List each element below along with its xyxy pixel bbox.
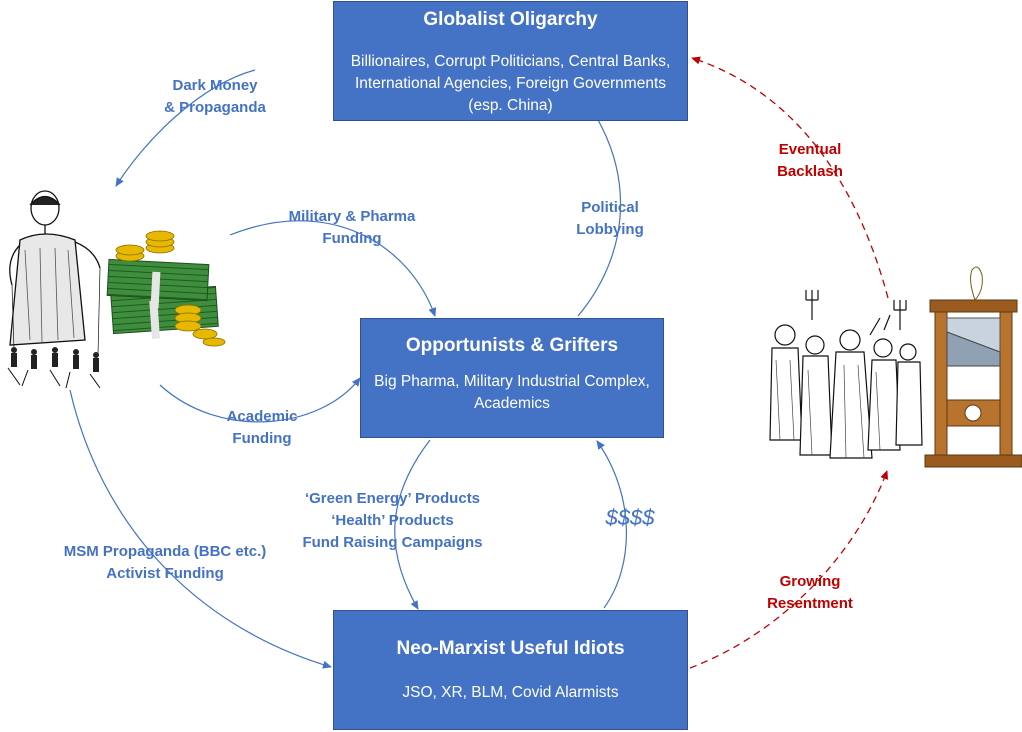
label-military-pharma: Military & Pharma Funding bbox=[272, 206, 432, 250]
label-line: Activist Funding bbox=[106, 565, 224, 582]
label-line: Political bbox=[581, 199, 639, 216]
arrow-products bbox=[394, 439, 431, 610]
box-description: Billionaires, Corrupt Politicians, Centr… bbox=[350, 53, 671, 114]
box-title: Opportunists & Grifters bbox=[405, 335, 619, 356]
box-title: Globalist Oligarchy bbox=[423, 9, 598, 30]
label-line: Academic bbox=[226, 408, 298, 425]
label-line: Resentment bbox=[767, 595, 853, 612]
label-msm: MSM Propaganda (BBC etc.) Activist Fundi… bbox=[40, 541, 290, 585]
arrow-academic-funding bbox=[159, 377, 361, 423]
label-backlash: Eventual Backlash bbox=[760, 139, 860, 183]
label-money: $$$$ bbox=[605, 505, 655, 530]
arrow-political-lobbying bbox=[577, 101, 622, 317]
puppet-master-icon bbox=[7, 190, 101, 389]
box-description: JSO, XR, BLM, Covid Alarmists bbox=[402, 684, 619, 701]
label-resentment: Growing Resentment bbox=[750, 571, 870, 615]
angry-mob-icon bbox=[769, 290, 923, 459]
opportunists-grifters-box: Opportunists & Grifters Big Pharma, Mili… bbox=[360, 318, 664, 438]
arrow-backlash bbox=[691, 56, 889, 299]
label-line: MSM Propaganda (BBC etc.) bbox=[63, 543, 267, 560]
label-line: Funding bbox=[232, 430, 292, 447]
label-academic-funding: Academic Funding bbox=[212, 406, 312, 450]
label-line: Eventual bbox=[778, 141, 842, 158]
label-line: Military & Pharma bbox=[288, 208, 416, 225]
label-line: Funding bbox=[322, 230, 382, 247]
arrow-msm bbox=[69, 389, 332, 669]
label-products: ‘Green Energy’ Products ‘Health’ Product… bbox=[280, 488, 505, 554]
box-title: Neo-Marxist Useful Idiots bbox=[396, 638, 625, 659]
box-description: Big Pharma, Military Industrial Complex,… bbox=[374, 373, 650, 412]
arrow-military-pharma bbox=[229, 220, 437, 317]
arrow-dark-money bbox=[115, 69, 256, 187]
label-line: Growing bbox=[779, 573, 841, 590]
label-line: ‘Health’ Products bbox=[331, 512, 454, 529]
label-political-lobbying: Political Lobbying bbox=[565, 197, 655, 241]
guillotine-icon bbox=[924, 266, 1022, 468]
label-dark-money: Dark Money & Propaganda bbox=[150, 75, 280, 119]
label-line: Backlash bbox=[777, 163, 843, 180]
label-line: & Propaganda bbox=[164, 99, 266, 116]
label-line: Lobbying bbox=[576, 221, 644, 238]
label-line: ‘Green Energy’ Products bbox=[304, 490, 481, 507]
label-line: Dark Money bbox=[172, 77, 258, 94]
globalist-oligarchy-box: Globalist Oligarchy Billionaires, Corrup… bbox=[333, 1, 688, 121]
arrow-resentment bbox=[689, 470, 889, 669]
money-stack-icon bbox=[106, 230, 226, 347]
label-line: Fund Raising Campaigns bbox=[302, 534, 483, 551]
arrow-money bbox=[596, 440, 627, 609]
useful-idiots-box: Neo-Marxist Useful Idiots JSO, XR, BLM, … bbox=[333, 610, 688, 730]
